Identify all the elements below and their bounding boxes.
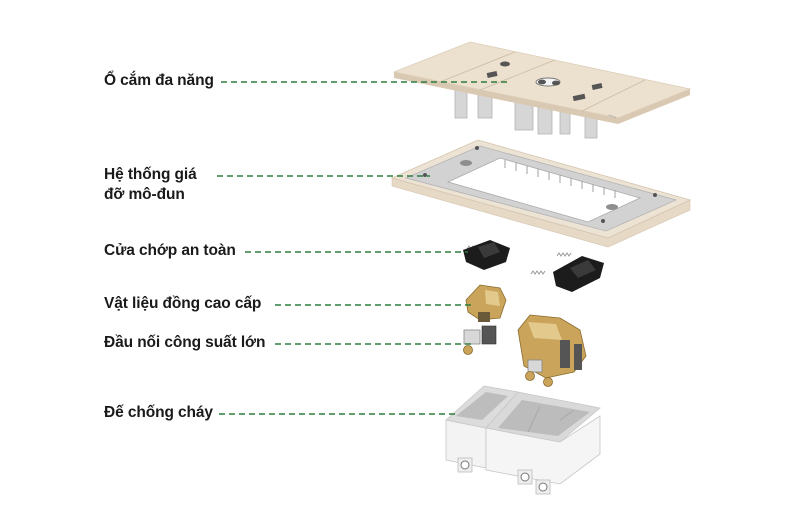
fire-resistant-base-box	[445, 385, 601, 495]
label-premium-copper: Vật liệu đồng cao cấp	[104, 294, 261, 314]
module-support-frame	[390, 139, 692, 248]
safety-shutter-right	[530, 252, 604, 292]
socket-face-plate: ▪▪▪▪▪▪	[392, 41, 692, 139]
label-text-line-2: đỡ mô-đun	[104, 186, 185, 203]
label-module-frame: Hệ thống giá đỡ mô-đun	[104, 165, 197, 205]
label-text-line-1: Hệ thống giá	[104, 166, 197, 183]
label-text: Vật liệu đồng cao cấp	[104, 295, 262, 312]
label-text: Cửa chớp an toàn	[104, 242, 236, 259]
copper-contact-right	[517, 314, 587, 387]
label-fire-resistant-base: Đế chống cháy	[104, 403, 213, 423]
copper-contact-left	[463, 284, 507, 355]
label-text: Đầu nối công suất lớn	[104, 334, 266, 351]
label-text: Đế chống cháy	[104, 404, 213, 421]
safety-shutter-left	[463, 240, 510, 270]
label-universal-socket: Ổ cắm đa năng	[104, 71, 214, 91]
label-high-power-terminal: Đầu nối công suất lớn	[104, 333, 265, 353]
leader-lines	[217, 81, 510, 415]
label-safety-shutter: Cửa chớp an toàn	[104, 241, 236, 261]
svg-text:▪▪▪▪▪▪: ▪▪▪▪▪▪	[608, 112, 618, 120]
label-text: Ổ cắm đa năng	[104, 72, 214, 89]
